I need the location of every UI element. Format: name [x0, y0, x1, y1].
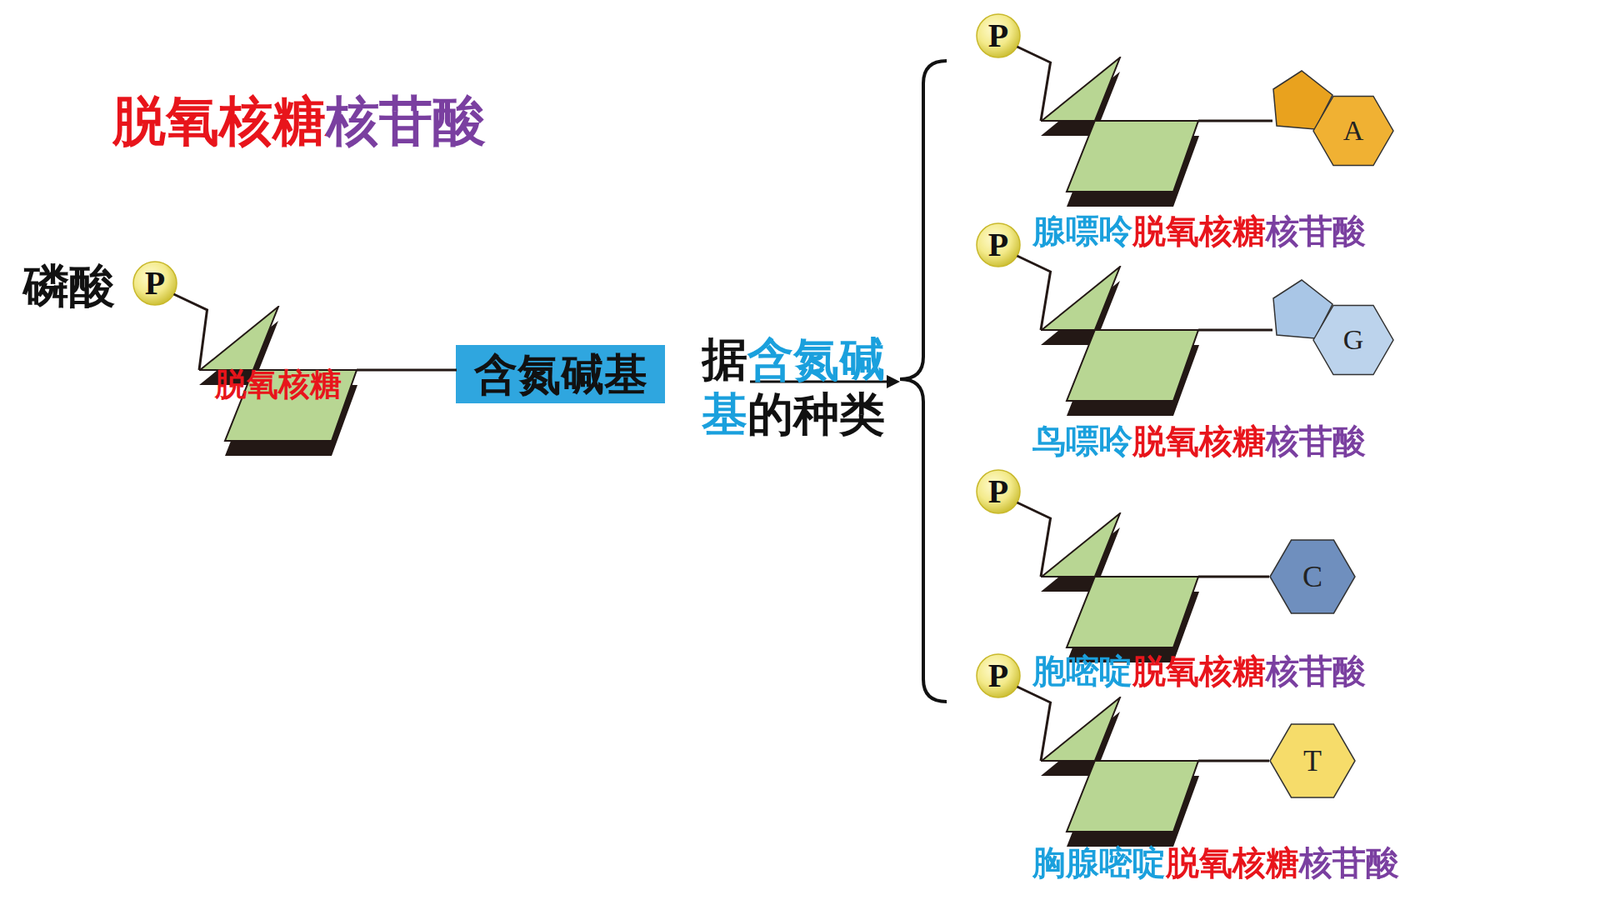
- diagram-title: 脱氧核糖核苷酸: [112, 91, 486, 150]
- nucleotide-name: 腺嘌呤脱氧核糖核苷酸: [1032, 210, 1366, 251]
- pentagon-outline: [1040, 265, 1200, 416]
- connector-line: [1198, 329, 1273, 332]
- pentagon-shape: [1041, 513, 1199, 648]
- purine-outline: [1271, 69, 1397, 170]
- circle-letter: P: [131, 260, 179, 307]
- purine-ring-hex: [1313, 95, 1394, 165]
- connector-line: [1198, 575, 1270, 579]
- deoxyribose-pentagon: 鸟嘌呤脱氧核糖核苷酸: [1040, 265, 1200, 416]
- sugar-label: 脱氧核糖: [182, 365, 375, 405]
- base-letter: T: [1268, 719, 1357, 803]
- connector-line: [174, 294, 208, 370]
- pyrimidine-base: T: [1268, 719, 1357, 803]
- connector-line: [356, 369, 457, 372]
- pentagon-outline: [1040, 696, 1200, 847]
- phosphate-circle: P: [975, 652, 1022, 700]
- nucleotide-name: 胸腺嘧啶脱氧核糖核苷酸: [1032, 842, 1400, 883]
- phosphate-circle: P: [975, 12, 1022, 60]
- circle-letter: P: [975, 468, 1022, 515]
- circle-letter: P: [975, 221, 1022, 269]
- connector-line: [1017, 686, 1051, 761]
- phosphate-circle: P: [975, 221, 1022, 269]
- pyrimidine-base: C: [1268, 535, 1357, 619]
- purine-ring-hex: [1313, 305, 1394, 375]
- curly-bracket: [900, 60, 947, 702]
- base-letter: C: [1268, 535, 1357, 619]
- outside-label: 磷酸: [23, 260, 115, 312]
- pentagon-shape: [1041, 266, 1199, 401]
- connector-line: [1017, 502, 1051, 577]
- pentagon-outline: [1040, 512, 1200, 663]
- connector-line: [1198, 120, 1273, 123]
- deoxyribose-pentagon: 胸腺嘧啶脱氧核糖核苷酸: [1040, 696, 1200, 847]
- box-label: 含氮碱基: [455, 345, 665, 404]
- base-box: 含氮碱基: [455, 345, 665, 404]
- purine-base: A: [1271, 69, 1397, 170]
- phosphate-circle: 磷酸P: [131, 260, 179, 307]
- circle-letter: P: [975, 12, 1022, 60]
- nucleotide-name: 鸟嘌呤脱氧核糖核苷酸: [1032, 420, 1366, 461]
- connector-line: [1198, 760, 1270, 763]
- pointer-head: [886, 375, 900, 389]
- purine-base: G: [1271, 278, 1397, 379]
- classify-note: 据含氮碱基的种类: [701, 331, 886, 442]
- pentagon-shape: [1041, 57, 1199, 192]
- connector-line: [1017, 46, 1051, 121]
- connector-line: [1017, 255, 1051, 330]
- deoxyribose-pentagon: 脱氧核糖: [199, 305, 358, 456]
- deoxyribose-pentagon: 腺嘌呤脱氧核糖核苷酸: [1040, 56, 1200, 207]
- pentagon-shape: [1041, 697, 1199, 832]
- circle-letter: P: [975, 652, 1022, 700]
- base-letter: G: [1313, 305, 1394, 375]
- base-letter: A: [1313, 95, 1394, 166]
- pentagon-outline: [1040, 56, 1200, 207]
- purine-outline: [1271, 278, 1397, 379]
- nucleotide-name: 胞嘧啶脱氧核糖核苷酸: [1032, 650, 1366, 691]
- phosphate-circle: P: [975, 468, 1022, 515]
- deoxyribose-pentagon: 胞嘧啶脱氧核糖核苷酸: [1040, 512, 1200, 663]
